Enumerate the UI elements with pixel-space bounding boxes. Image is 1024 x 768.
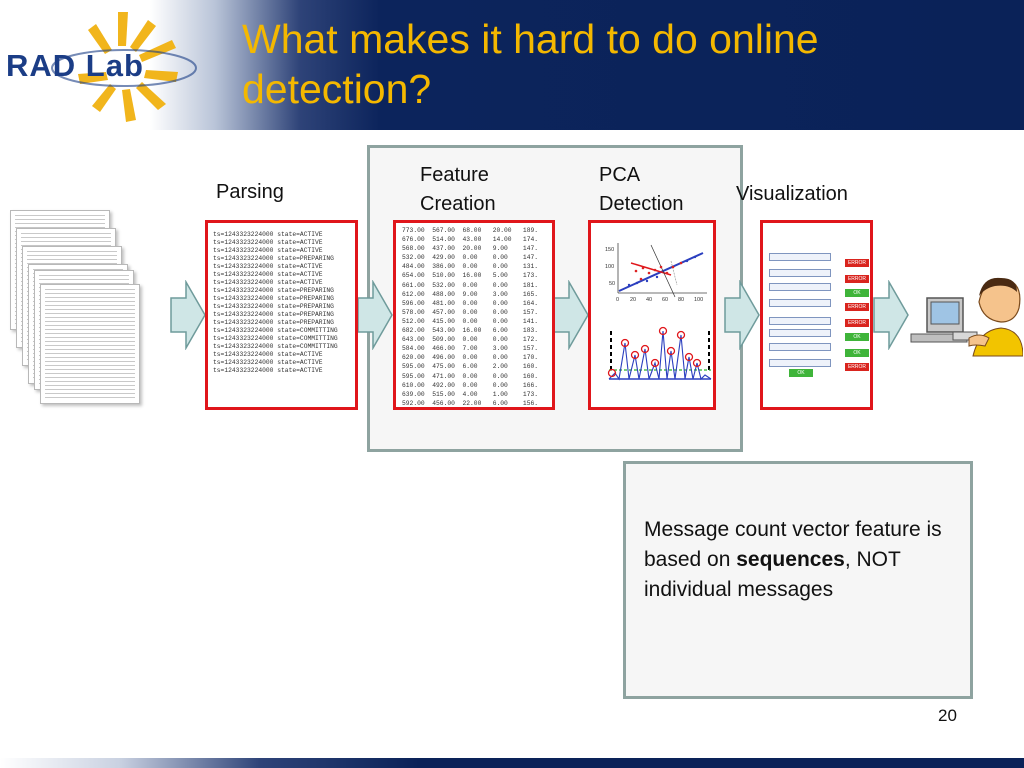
operator-computer-icon: [910, 277, 1023, 357]
x-tick-label: 20: [630, 297, 636, 303]
status-badge-error: ERROR: [845, 259, 869, 267]
x-tick-label: 60: [662, 297, 668, 303]
status-badge-ok: OK: [845, 289, 869, 297]
visualization-box: ERROR ERROR OK ERROR ERROR OK OK ERROR O…: [760, 220, 873, 410]
arrow-right-icon: [170, 280, 206, 350]
status-badge-error: ERROR: [845, 363, 869, 371]
feature-matrix-box: 773.00 567.00 68.00 20.00 189. 676.00 514…: [393, 220, 555, 410]
viz-node: [769, 317, 831, 325]
feature-row: 676.00 514.00 43.00 14.00 174.: [402, 236, 539, 244]
logo-sunburst-icon: [51, 12, 197, 122]
parsed-log-line: ts=1243323224000 state=COMMITTING: [213, 335, 338, 342]
parsed-log-line: ts=1243323224000 state=ACTIVE: [213, 231, 323, 238]
y-tick-label: 100: [605, 264, 614, 270]
parsed-log-line: ts=1243323224000 state=ACTIVE: [213, 359, 323, 366]
y-tick-label: 50: [609, 281, 615, 287]
pca-scatter-points: [618, 244, 704, 298]
parsed-log-line: ts=1243323224000 state=PREPARING: [213, 287, 334, 294]
arrow-right-icon: [724, 280, 760, 350]
parsed-log-line: ts=1243323224000 state=PREPARING: [213, 311, 334, 318]
feature-row: 532.00 429.00 0.00 0.00 147.: [402, 254, 539, 262]
viz-node: [769, 343, 831, 351]
feature-row: 595.00 475.00 6.00 2.00 160.: [402, 363, 539, 371]
feature-row: 596.00 481.00 0.00 0.00 164.: [402, 299, 539, 307]
viz-node: [769, 299, 831, 307]
note-emphasis: sequences: [736, 548, 845, 571]
note-line-end: , NOT individual messages: [644, 548, 901, 601]
feature-row: 568.00 437.00 20.00 9.00 147.: [402, 245, 539, 253]
parsed-log-line: ts=1243323224000 state=ACTIVE: [213, 263, 323, 270]
note-line-start: Message count vector feature is based on: [644, 518, 942, 571]
arrow-right-icon: [553, 280, 589, 350]
feature-matrix: 773.00 567.00 68.00 20.00 189. 676.00 514…: [402, 226, 539, 407]
parsing-label: Parsing: [216, 181, 284, 203]
parsed-log-line: ts=1243323224000 state=ACTIVE: [213, 247, 323, 254]
feature-row: 643.00 509.00 0.00 0.00 172.: [402, 336, 539, 344]
parsed-log-line: ts=1243323224000 state=PREPARING: [213, 295, 334, 302]
feature-row: 610.00 492.00 0.00 0.00 166.: [402, 381, 539, 389]
parsed-log-line: ts=1243323224000 state=ACTIVE: [213, 279, 323, 286]
visualization-label: Visualization: [736, 183, 848, 205]
feature-row: 592.00 456.00 22.00 6.00 156.: [402, 399, 539, 407]
parsed-log-line: ts=1243323224000 state=PREPARING: [213, 255, 334, 262]
logo-text: RAD Lab: [6, 48, 144, 83]
x-tick-label: 0: [616, 297, 619, 303]
feature-row: 612.00 488.00 9.00 3.00 165.: [402, 290, 539, 298]
parsed-log-line: ts=1243323224000 state=COMMITTING: [213, 327, 338, 334]
viz-node: [769, 359, 831, 367]
note-text: Message count vector feature is based on…: [644, 515, 964, 605]
x-tick-label: 100: [694, 297, 703, 303]
status-badge-error: ERROR: [845, 319, 869, 327]
feature-row: 595.00 471.00 0.00 0.00 160.: [402, 372, 539, 380]
x-tick-label: 40: [646, 297, 652, 303]
rad-lab-logo: RAD Lab: [0, 0, 230, 130]
parsed-log-line: ts=1243323224000 state=COMMITTING: [213, 343, 338, 350]
status-badge-error: ERROR: [845, 275, 869, 283]
status-badge-ok: OK: [789, 369, 813, 377]
anomaly-series: [607, 326, 712, 381]
note-callout-box: Message count vector feature is based on…: [623, 461, 973, 699]
feature-creation-label: Feature Creation: [420, 164, 496, 215]
header-band: RAD Lab What makes it hard to do online …: [0, 0, 1024, 130]
status-badge-ok: OK: [845, 349, 869, 357]
viz-node: [769, 283, 831, 291]
page-number: 20: [938, 706, 957, 725]
parsed-log-line: ts=1243323224000 state=ACTIVE: [213, 367, 323, 374]
parsed-log-line: ts=1243323224000 state=PREPARING: [213, 303, 334, 310]
pca-detection-box: 150 100 50 0 20 40 60 80 100: [588, 220, 716, 410]
viz-node: [769, 253, 831, 261]
feature-row: 620.00 496.00 0.00 0.00 170.: [402, 354, 539, 362]
status-badge-ok: OK: [845, 333, 869, 341]
feature-row: 682.00 543.00 16.00 6.00 183.: [402, 327, 539, 335]
parsed-log-line: ts=1243323224000 state=PREPARING: [213, 319, 334, 326]
pca-plot-icon: 150 100 50 0 20 40 60 80 100: [605, 243, 712, 381]
parsed-log-line: ts=1243323224000 state=ACTIVE: [213, 271, 323, 278]
feature-row: 512.00 415.00 0.00 0.00 141.: [402, 317, 539, 325]
x-tick-label: 80: [678, 297, 684, 303]
parsed-log-line: ts=1243323224000 state=ACTIVE: [213, 239, 323, 246]
arrow-right-icon: [357, 280, 393, 350]
feature-row: 654.00 510.00 16.00 5.00 173.: [402, 272, 539, 280]
slide-title: What makes it hard to do online detectio…: [242, 16, 819, 112]
viz-node: [769, 329, 831, 337]
feature-row: 578.00 457.00 0.00 0.00 157.: [402, 308, 539, 316]
viz-node: [769, 269, 831, 277]
footer-band: [0, 758, 1024, 768]
feature-row: 484.00 386.00 0.00 0.00 131.: [402, 263, 539, 271]
log-page: [40, 284, 140, 404]
feature-row: 639.00 515.00 4.00 1.00 173.: [402, 390, 539, 398]
feature-row: 773.00 567.00 68.00 20.00 189.: [402, 227, 539, 234]
parsed-log-line: ts=1243323224000 state=ACTIVE: [213, 351, 323, 358]
feature-row: 584.00 466.00 7.00 3.00 157.: [402, 345, 539, 353]
feature-row: 661.00 532.00 0.00 0.00 181.: [402, 281, 539, 289]
arrow-right-icon: [873, 280, 909, 350]
pca-detection-label: PCA Detection: [599, 164, 684, 215]
status-badge-error: ERROR: [845, 303, 869, 311]
y-tick-label: 150: [605, 247, 614, 253]
